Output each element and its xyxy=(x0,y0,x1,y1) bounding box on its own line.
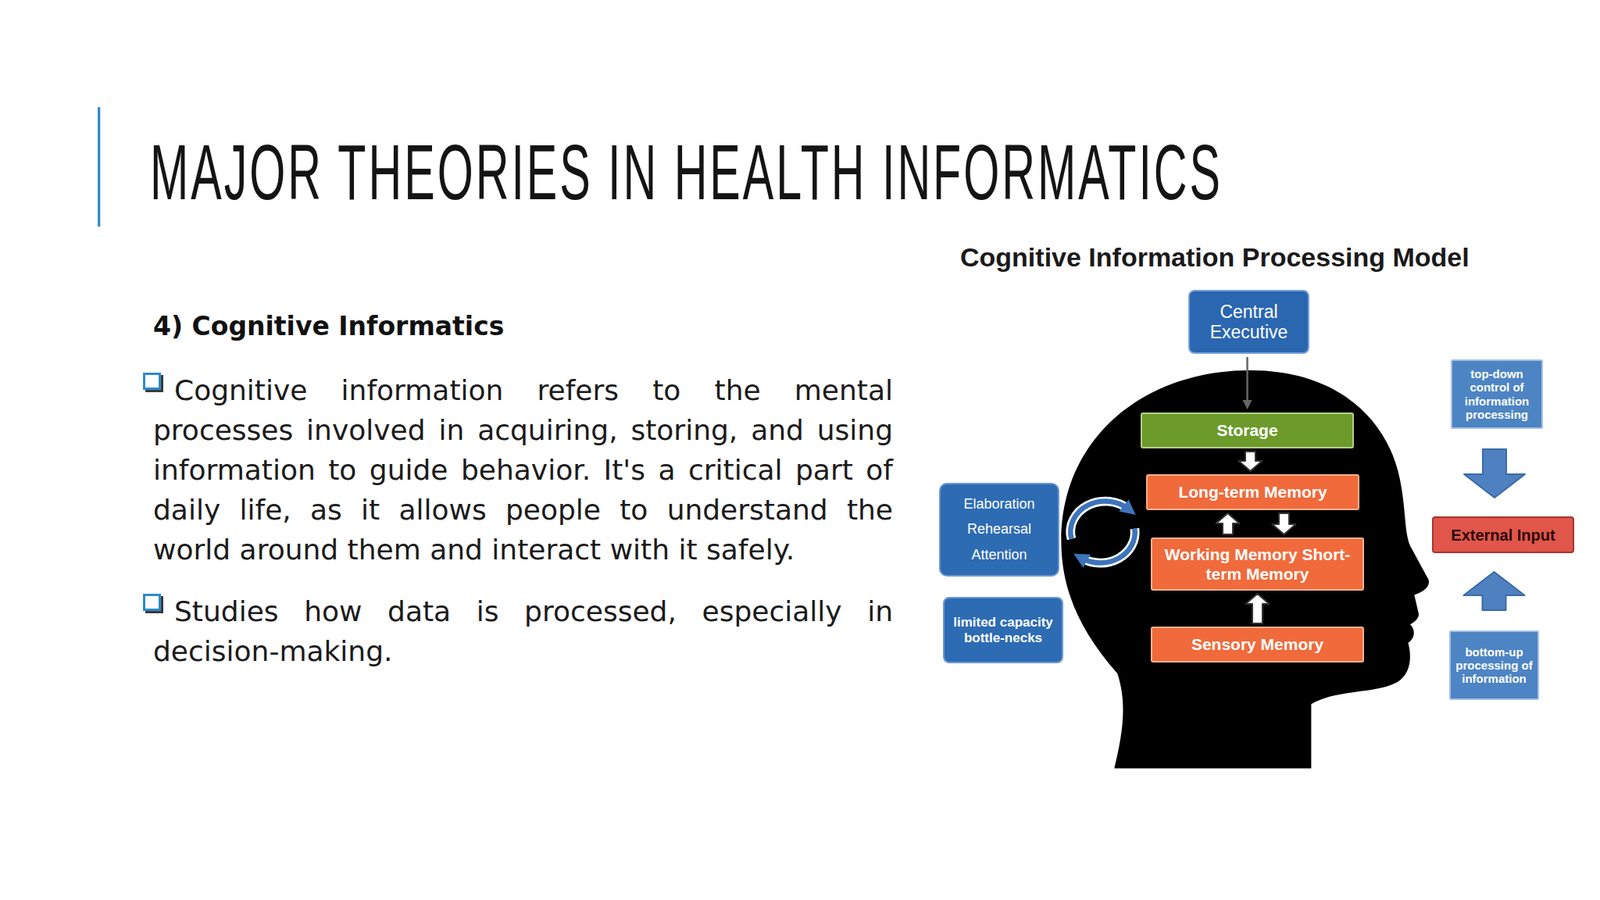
cycle-arrow-outline xyxy=(1081,528,1135,564)
connector-arrow xyxy=(1242,357,1253,410)
connector-arrow xyxy=(1246,593,1270,624)
cycle-arrow xyxy=(1070,501,1129,540)
note-box: limited capacity bottle-necks xyxy=(942,596,1064,664)
node-text: Rehearsal xyxy=(967,521,1032,539)
node-text: Elaboration xyxy=(963,496,1035,514)
bullet-box xyxy=(142,593,161,611)
slide-title: MAJOR THEORIES IN HEALTH INFORMATICS xyxy=(150,132,1223,211)
bullet-text: Cognitive information refers to the ment… xyxy=(153,370,893,570)
control-box: bottom-up processing of information xyxy=(1449,630,1540,700)
node-text: Central Executive xyxy=(1196,301,1302,343)
connector-arrow xyxy=(1216,513,1240,535)
bullet-box xyxy=(142,372,161,390)
connector-arrow xyxy=(1464,571,1525,611)
process-box: ElaborationRehearsalAttention xyxy=(939,482,1060,577)
diagram-title: Cognitive Information Processing Model xyxy=(960,241,1470,273)
connector-arrow xyxy=(1239,451,1263,472)
node-text: top-down control of information processi… xyxy=(1457,367,1537,422)
node-text: External Input xyxy=(1450,525,1555,545)
cycle-arrow-outline xyxy=(1070,501,1129,540)
memory-box: Working Memory Short-term Memory xyxy=(1150,537,1365,591)
node-text: Working Memory Short-term Memory xyxy=(1158,544,1357,584)
input-box: External Input xyxy=(1432,516,1575,554)
connector-arrow xyxy=(1272,513,1297,535)
storage-box: Storage xyxy=(1140,412,1354,449)
memory-box: Sensory Memory xyxy=(1150,626,1365,663)
connector-arrow xyxy=(1464,449,1525,498)
bullet-text: Studies how data is processed, especiall… xyxy=(153,591,893,672)
node-text: limited capacity bottle-necks xyxy=(950,614,1056,646)
control-box: top-down control of information processi… xyxy=(1450,359,1543,429)
node-text: Sensory Memory xyxy=(1191,634,1324,654)
node-text: Attention xyxy=(971,546,1027,565)
accent-bar xyxy=(97,107,100,227)
node-text: bottom-up processing of information xyxy=(1455,645,1533,686)
head-silhouette xyxy=(1060,370,1429,768)
node-text: Storage xyxy=(1216,420,1278,440)
executive-box: Central Executive xyxy=(1188,289,1310,354)
memory-box: Long-term Memory xyxy=(1146,474,1360,511)
node-text: Long-term Memory xyxy=(1178,482,1327,502)
section-heading: 4) Cognitive Informatics xyxy=(153,310,504,343)
cycle-arrow xyxy=(1081,528,1135,564)
